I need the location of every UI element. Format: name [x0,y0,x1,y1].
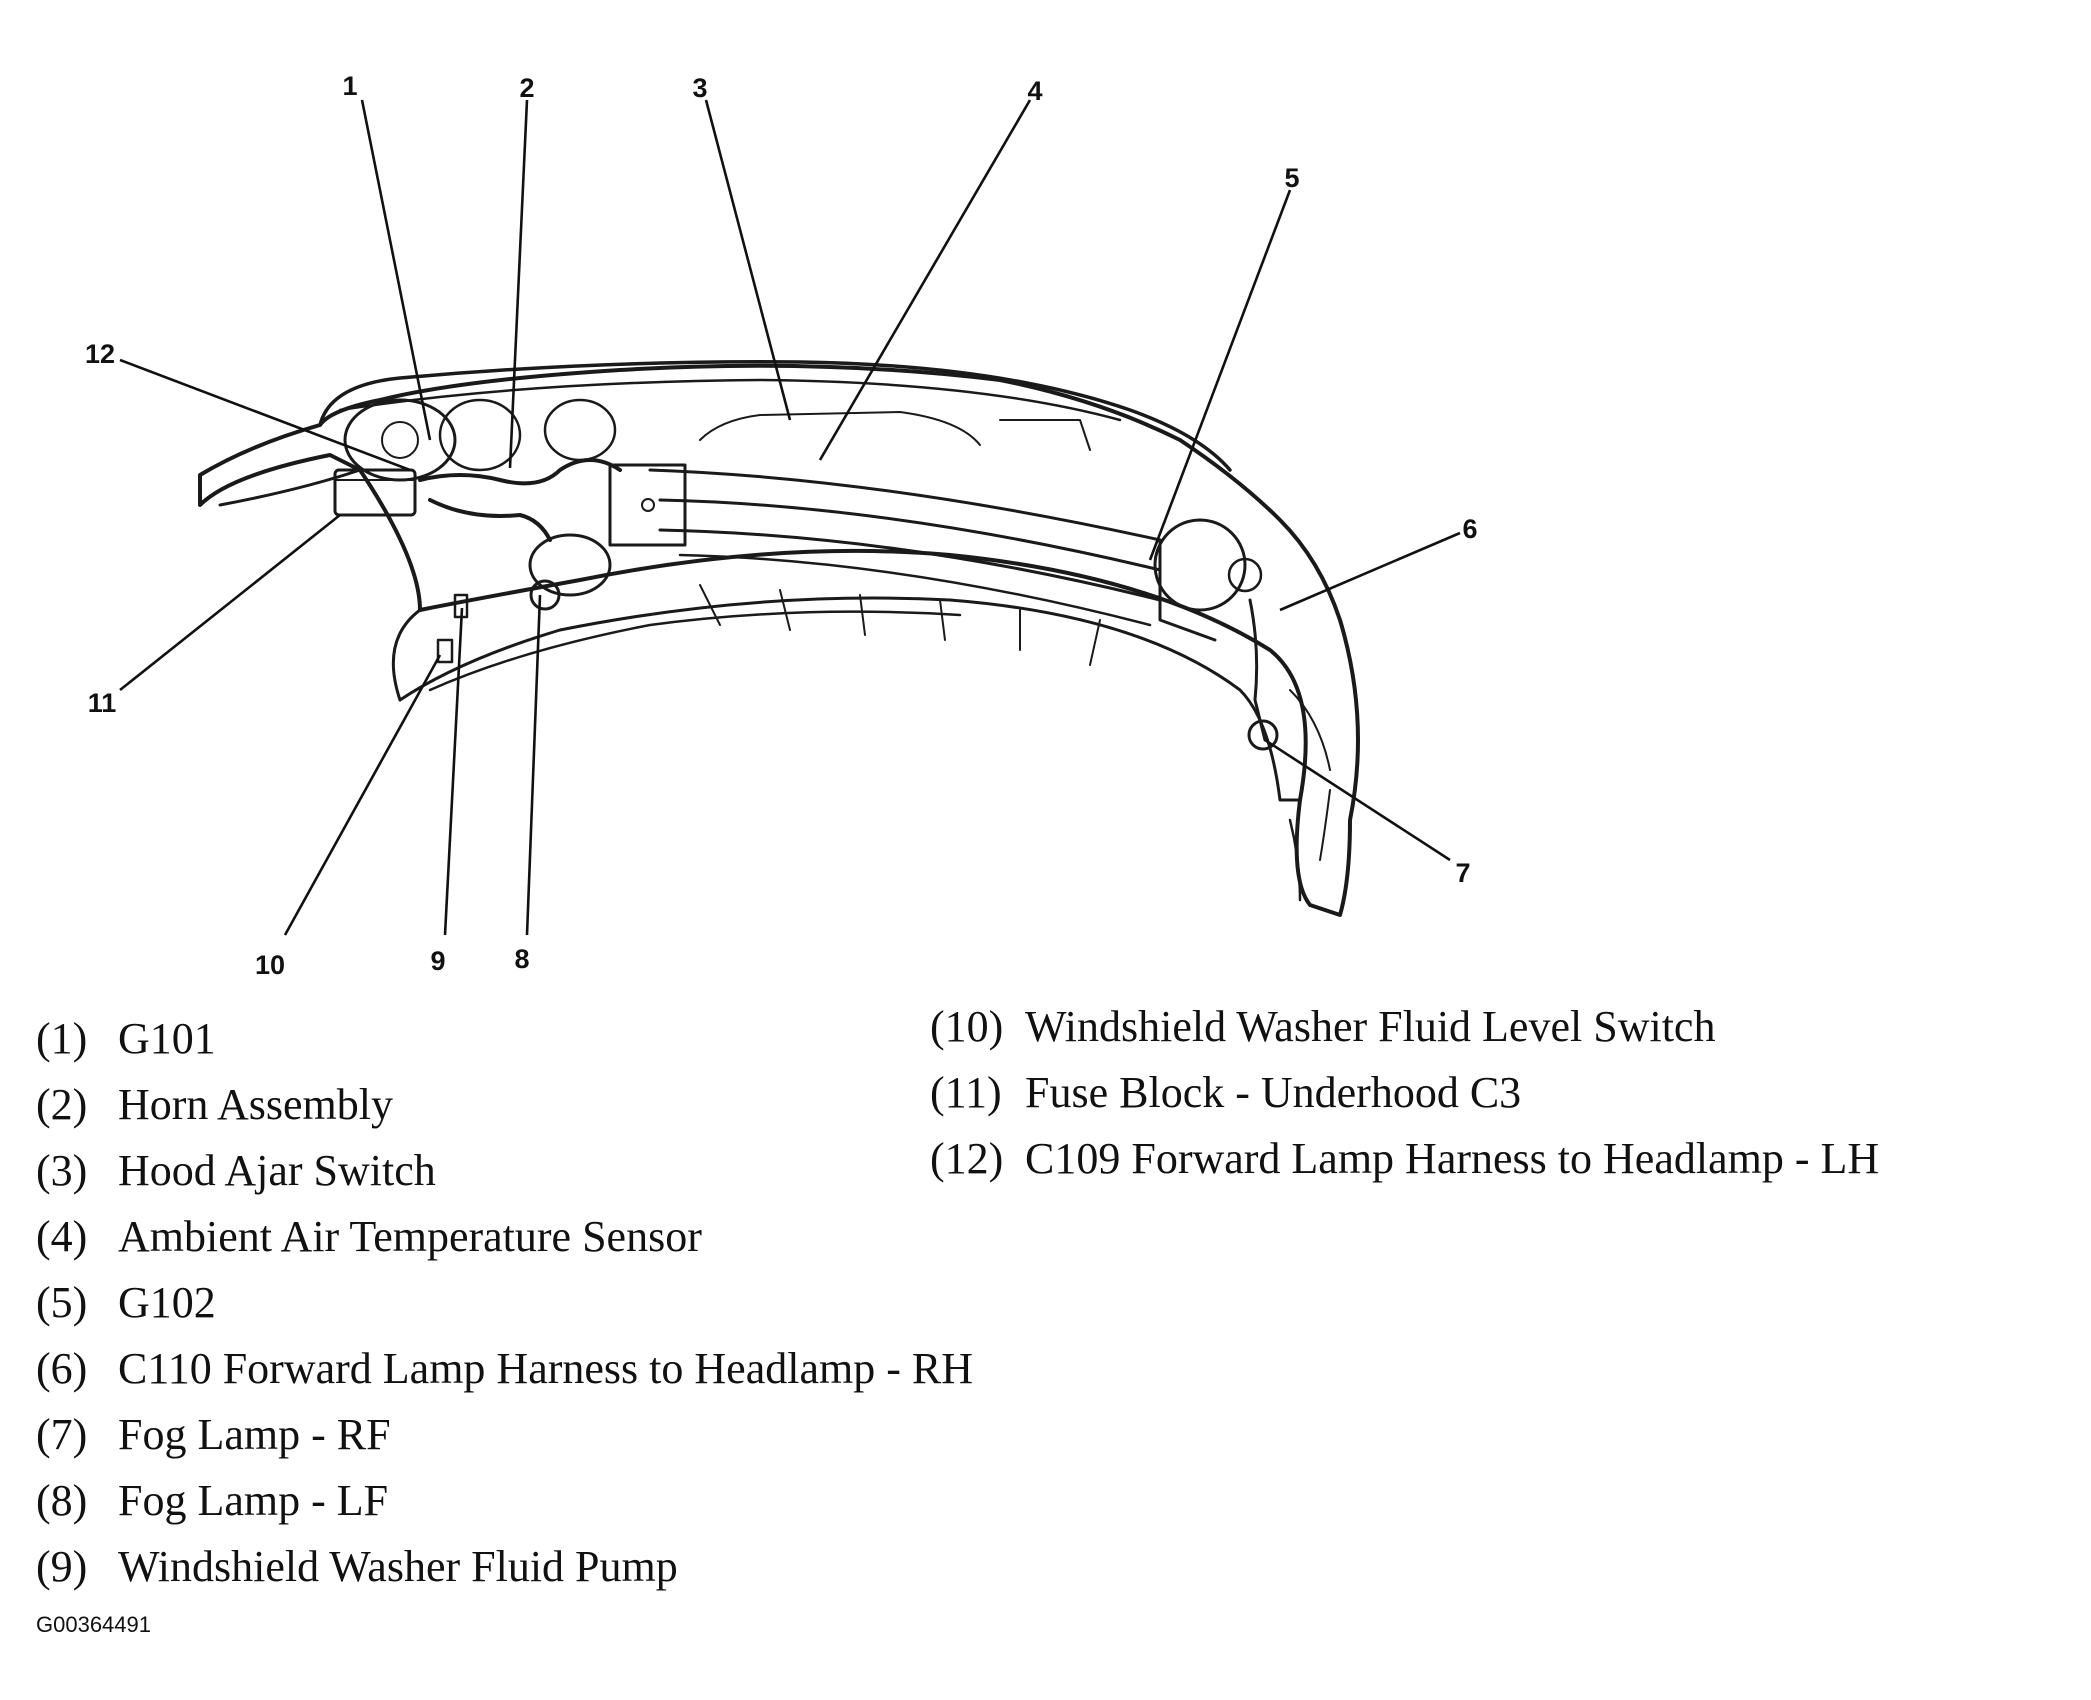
legend-num: (11) [930,1068,1002,1117]
legend-item-10: (10) Windshield Washer Fluid Level Switch [930,1005,1715,1049]
leader-9 [443,607,464,936]
callout-5: 5 [1284,163,1299,193]
legend-item-2: (2) Horn Assembly [36,1083,393,1127]
legend-num: (6) [36,1344,88,1393]
legend-text: C110 Forward Lamp Harness to Headlamp - … [118,1344,973,1393]
legend-num: (9) [36,1542,88,1591]
callout-12: 12 [85,339,115,369]
legend-text: G101 [118,1014,216,1063]
front-end-illustration [198,360,1360,917]
leader-6 [1279,531,1461,612]
legend-num: (1) [36,1014,88,1063]
callout-10: 10 [255,950,285,980]
callout-7: 7 [1455,858,1470,888]
leader-3 [704,99,792,421]
legend-num: (2) [36,1080,88,1129]
legend-item-12: (12) C109 Forward Lamp Harness to Headlam… [930,1137,1879,1181]
leader-10 [283,654,442,936]
legend-text: Fog Lamp - RF [118,1410,391,1459]
legend-item-5: (5) G102 [36,1281,216,1325]
legend-text: Ambient Air Temperature Sensor [118,1212,702,1261]
legend-text: Fuse Block - Underhood C3 [1025,1068,1522,1117]
legend-text: Windshield Washer Fluid Pump [118,1542,678,1591]
legend-text: Hood Ajar Switch [118,1146,436,1195]
callout-2: 2 [519,73,534,103]
legend-item-4: (4) Ambient Air Temperature Sensor [36,1215,702,1259]
callout-3: 3 [692,73,707,103]
legend-text: Horn Assembly [118,1080,393,1129]
leader-5 [1148,189,1292,561]
legend-item-11: (11) Fuse Block - Underhood C3 [930,1071,1521,1115]
figure-id: G00364491 [36,1612,151,1637]
callout-1: 1 [342,71,357,101]
leader-lines [119,99,1461,936]
legend-num: (4) [36,1212,88,1261]
callout-11: 11 [88,688,117,718]
legend-num: (8) [36,1476,88,1525]
leader-8 [525,594,542,936]
callout-6: 6 [1462,514,1477,544]
callout-4: 4 [1027,76,1042,106]
callout-8: 8 [514,944,529,974]
legend-num: (5) [36,1278,88,1327]
leader-11 [119,513,341,692]
legend-num: (12) [930,1134,1004,1183]
legend-num: (7) [36,1410,88,1459]
legend-num: (10) [930,1002,1004,1051]
legend-text: Windshield Washer Fluid Level Switch [1025,1002,1716,1051]
callout-9: 9 [430,946,445,976]
legend-item-7: (7) Fog Lamp - RF [36,1413,391,1457]
leader-7 [1264,738,1451,862]
legend-item-8: (8) Fog Lamp - LF [36,1479,388,1523]
leader-12 [119,358,411,472]
leader-1 [360,99,432,441]
legend-item-1: (1) G101 [36,1017,216,1061]
legend-text: C109 Forward Lamp Harness to Headlamp - … [1025,1134,1880,1183]
legend-text: G102 [118,1278,216,1327]
legend-item-3: (3) Hood Ajar Switch [36,1149,436,1193]
legend-item-9: (9) Windshield Washer Fluid Pump [36,1545,678,1589]
component-locator-diagram: 1 2 3 4 5 6 7 8 9 10 11 12 [85,71,1478,980]
legend-num: (3) [36,1146,88,1195]
leader-4 [818,99,1032,461]
leader-2 [508,99,529,469]
callout-labels: 1 2 3 4 5 6 7 8 9 10 11 12 [85,71,1478,980]
legend-text: Fog Lamp - LF [118,1476,389,1525]
legend-item-6: (6) C110 Forward Lamp Harness to Headlamp… [36,1347,973,1391]
